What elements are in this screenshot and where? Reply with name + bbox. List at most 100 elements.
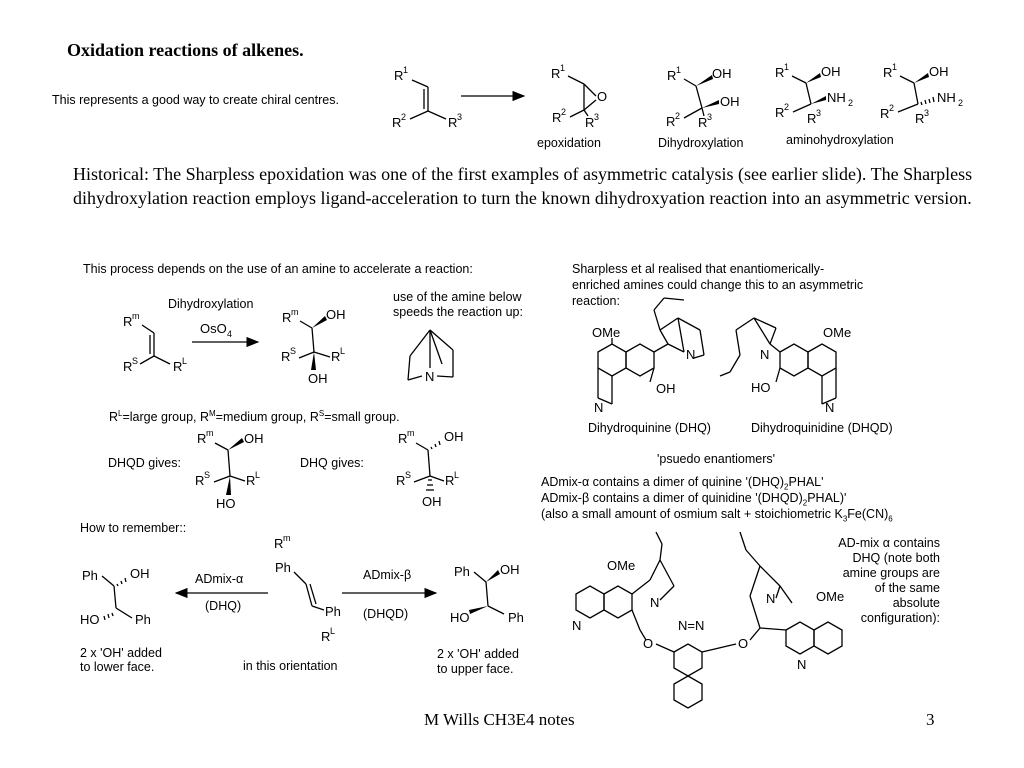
svg-text:R: R xyxy=(775,65,784,80)
sharpless-line-3: reaction: xyxy=(572,294,620,308)
svg-text:L: L xyxy=(340,346,345,356)
svg-text:OH: OH xyxy=(308,371,328,386)
svg-text:N: N xyxy=(766,591,775,606)
diol-dhq-product: Ph OH HO Ph xyxy=(80,566,151,627)
admix-alpha-label: ADmix-α xyxy=(195,572,244,586)
svg-text:OH: OH xyxy=(500,562,520,577)
svg-text:2: 2 xyxy=(848,98,853,108)
admix-note-line-2: DHQ (note both xyxy=(852,551,940,565)
svg-text:m: m xyxy=(283,533,291,543)
svg-text:NH: NH xyxy=(937,90,956,105)
svg-text:R: R xyxy=(698,115,707,130)
svg-text:4: 4 xyxy=(227,329,232,339)
svg-text:OH: OH xyxy=(656,381,676,396)
admix-note-line-4: of the same xyxy=(874,581,940,595)
group-definition-text: RL=large group, RM=medium group, RS=smal… xyxy=(109,409,400,425)
svg-text:L: L xyxy=(255,470,260,480)
svg-text:OH: OH xyxy=(720,94,740,109)
upper-face-line-2: to upper face. xyxy=(437,662,514,676)
dhqd-structure: OMe N HO N xyxy=(719,317,851,415)
svg-text:R: R xyxy=(246,473,255,488)
how-to-remember: How to remember:: xyxy=(80,521,187,535)
dihydroxylation-arrow-label: Dihydroxylation xyxy=(168,297,254,311)
label-dihydroxylation: Dihydroxylation xyxy=(658,136,744,150)
footer-text: M Wills CH3E4 notes xyxy=(424,710,575,729)
svg-text:R: R xyxy=(197,431,206,446)
svg-text:R: R xyxy=(321,629,330,644)
historical-paragraph: Historical: The Sharpless epoxidation wa… xyxy=(73,164,973,208)
svg-text:OH: OH xyxy=(130,566,150,581)
amine-below-line-1: use of the amine below xyxy=(393,290,522,304)
label-epoxidation: epoxidation xyxy=(537,136,601,150)
svg-text:m: m xyxy=(206,428,214,438)
svg-text:R: R xyxy=(396,473,405,488)
svg-text:2: 2 xyxy=(675,111,680,121)
svg-text:OH: OH xyxy=(326,307,346,322)
svg-text:Ph: Ph xyxy=(135,612,151,627)
svg-text:1: 1 xyxy=(784,62,789,72)
page-number: 3 xyxy=(926,710,935,729)
svg-text:R: R xyxy=(775,105,784,120)
svg-text:2: 2 xyxy=(561,107,566,117)
svg-text:R: R xyxy=(282,310,291,325)
group-definition: RL=large group, RM=medium group, RS=smal… xyxy=(109,406,400,425)
svg-text:3: 3 xyxy=(457,112,462,122)
admix-note-line-3: amine groups are xyxy=(842,566,940,580)
svg-text:NH: NH xyxy=(827,90,846,105)
oso4-label: OsO xyxy=(200,321,227,336)
svg-text:HO: HO xyxy=(450,610,470,625)
svg-text:R: R xyxy=(880,106,889,121)
dhqd-gives-label: DHQD gives: xyxy=(108,456,181,470)
svg-text:m: m xyxy=(291,307,299,317)
chiral-centres-note: This represents a good way to create chi… xyxy=(52,93,339,107)
svg-text:L: L xyxy=(182,356,187,366)
quinuclidine: N xyxy=(407,329,454,384)
svg-text:R: R xyxy=(173,359,182,374)
lower-face-line-1: 2 x 'OH' added xyxy=(80,646,162,660)
svg-text:OMe: OMe xyxy=(607,558,635,573)
admix-alpha-note: AD-mix α contains DHQ (note both amine g… xyxy=(800,536,940,626)
svg-text:N=N: N=N xyxy=(678,618,704,633)
svg-text:R: R xyxy=(445,473,454,488)
dhq-structure: OMe N OH N xyxy=(592,297,705,415)
svg-text:3: 3 xyxy=(924,108,929,118)
slide-title: Oxidation reactions of alkenes. xyxy=(67,40,304,60)
svg-text:HO: HO xyxy=(80,612,100,627)
svg-text:HO: HO xyxy=(216,496,236,511)
svg-text:m: m xyxy=(407,428,415,438)
svg-text:S: S xyxy=(132,356,138,366)
svg-text:OH: OH xyxy=(444,429,464,444)
dhq2-phal-structure: OMe N O N N=N O N OMe N xyxy=(572,531,844,709)
svg-text:R: R xyxy=(666,114,675,129)
svg-text:R: R xyxy=(123,314,132,329)
svg-text:OH: OH xyxy=(244,431,264,446)
svg-text:3: 3 xyxy=(816,108,821,118)
svg-text:3: 3 xyxy=(594,112,599,122)
svg-text:R: R xyxy=(398,431,407,446)
svg-text:O: O xyxy=(597,89,607,104)
svg-text:OMe: OMe xyxy=(592,325,620,340)
svg-text:L: L xyxy=(454,470,459,480)
svg-text:Ph: Ph xyxy=(454,564,470,579)
svg-text:N: N xyxy=(760,347,769,362)
svg-text:N: N xyxy=(594,400,603,415)
lower-face-line-2: to lower face. xyxy=(80,660,155,674)
admix-beta-line: ADmix-β contains a dimer of quinidine '(… xyxy=(541,491,847,508)
dhq-gives-label: DHQ gives: xyxy=(300,456,364,470)
svg-text:R: R xyxy=(448,115,457,130)
svg-text:2: 2 xyxy=(784,102,789,112)
dhq-name: Dihydroquinine (DHQ) xyxy=(588,421,711,435)
svg-text:R: R xyxy=(552,110,561,125)
diol-dhqd-product: Ph OH HO Ph xyxy=(450,562,524,625)
admix-beta-label: ADmix-β xyxy=(363,568,412,582)
svg-text:R: R xyxy=(281,349,290,364)
svg-text:N: N xyxy=(686,347,695,362)
